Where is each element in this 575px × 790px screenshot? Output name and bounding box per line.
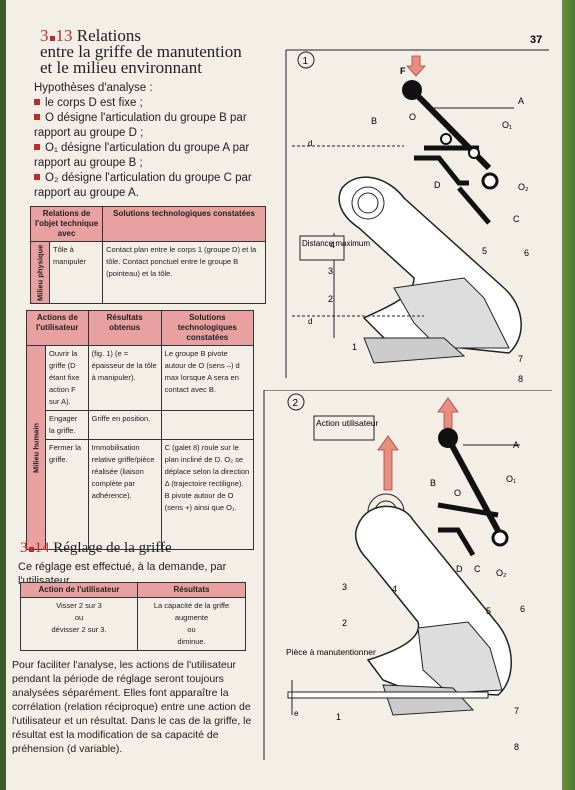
figure-2: 2 Action utilisateur A B O O₁ D C O₂ Piè… [263,390,552,760]
page-number: 37 [530,34,543,46]
hyp-item: O₁ désigne l'articulation du groupe A pa… [34,142,250,169]
table2-side-label: Milieu humain [26,345,46,550]
svg-text:C: C [474,564,481,574]
title-line-1: Relations [76,26,141,45]
hyp-title: Hypothèses d'analyse : [34,82,153,94]
svg-text:C: C [513,214,520,224]
hyp-item: O₂ désigne l'articulation du groupe C pa… [34,172,252,199]
svg-text:e: e [294,709,299,718]
svg-text:1: 1 [352,342,357,352]
svg-text:5: 5 [486,606,491,616]
svg-text:3: 3 [342,582,347,592]
table1-cell: Contact plan entre le corps 1 (groupe D)… [102,241,266,304]
svg-text:2: 2 [293,398,299,409]
svg-text:B: B [371,116,377,126]
svg-text:d: d [308,139,312,148]
svg-text:7: 7 [518,354,523,364]
table-milieu-humain: Actions de l'utilisateur Résultats obten… [26,310,255,550]
pull-arrow-icon [437,397,459,429]
svg-text:A: A [518,96,524,106]
table1-header-1: Relations de l'objet technique avec [29,206,104,242]
table1-side-label: Milieu physique [30,241,50,304]
hyp-item: le corps D est fixe ; [34,96,266,111]
svg-text:6: 6 [524,248,529,258]
svg-text:O₂: O₂ [518,182,529,192]
fig1-number: 1 [303,56,309,67]
svg-text:7: 7 [514,706,519,716]
svg-text:O₂: O₂ [496,568,507,578]
table1-cell: Tôle à manipuler [48,241,104,304]
table2-header-2: Résultats obtenus [87,310,162,346]
figure-1: 1 F A B O O₁ D O₂ C d Distance maximum d… [285,49,549,384]
svg-text:2: 2 [328,294,333,304]
hypotheses: Hypothèses d'analyse : le corps D est fi… [34,81,266,201]
svg-text:8: 8 [518,374,523,384]
title-line-2: entre la griffe de manutention [40,42,242,61]
section-subnumber: 13 [55,26,73,45]
section-paragraph: Pour faciliter l'analyse, les actions de… [12,659,252,755]
table-row: Fermer la griffe. Immobilisation relativ… [27,439,255,550]
svg-text:D: D [456,564,463,574]
table3-header-1: Action de l'utilisateur [20,582,138,598]
svg-text:5: 5 [482,246,487,256]
svg-text:6: 6 [520,604,525,614]
table-milieu-physique: Relations de l'objet technique avec Solu… [29,206,266,304]
table1-header-2: Solutions technologiques constatées [102,206,266,242]
svg-text:d: d [308,317,312,326]
title-line-3: et le milieu environnant [40,58,202,77]
svg-text:D: D [434,180,441,190]
section-title-313: 3 13 Relations entre la griffe de manuten… [40,26,242,77]
svg-text:4: 4 [330,240,335,250]
table-row: Milieu humain Ouvrir la griffe (D étant … [26,345,255,550]
table-row: Visser 2 sur 3 ou dévisser 2 sur 3. La c… [20,597,246,651]
section-number: 3 [40,26,49,45]
svg-text:O₁: O₁ [506,474,516,484]
pull-arrow-icon [377,435,399,491]
svg-text:B: B [430,478,436,488]
hyp-item: O désigne l'articulation du groupe B par… [34,112,247,139]
svg-text:8: 8 [514,742,519,752]
svg-text:A: A [513,440,519,450]
svg-text:3: 3 [328,266,333,276]
table2-header-3: Solutions technologiques constatées [160,310,255,346]
svg-text:O: O [454,488,461,498]
action-label: Action utilisateur [316,418,379,428]
force-arrow-icon [406,55,426,77]
table3-header-2: Résultats [137,582,246,598]
svg-text:2: 2 [342,618,347,628]
svg-text:O₁: O₁ [502,120,512,130]
piece-label: Pièce à manutentionner [286,647,376,657]
page-edge [562,0,575,790]
table2-header-1: Actions de l'utilisateur [26,310,89,346]
svg-text:F: F [400,66,406,76]
table-row: Engager la griffe. Griffe en position. [27,410,255,440]
svg-text:4: 4 [392,584,397,594]
svg-text:1: 1 [336,712,341,722]
svg-text:O: O [409,112,416,122]
distance-label: Distance maximum [302,239,370,248]
table-reglage: Action de l'utilisateur Résultats Visser… [20,582,246,651]
